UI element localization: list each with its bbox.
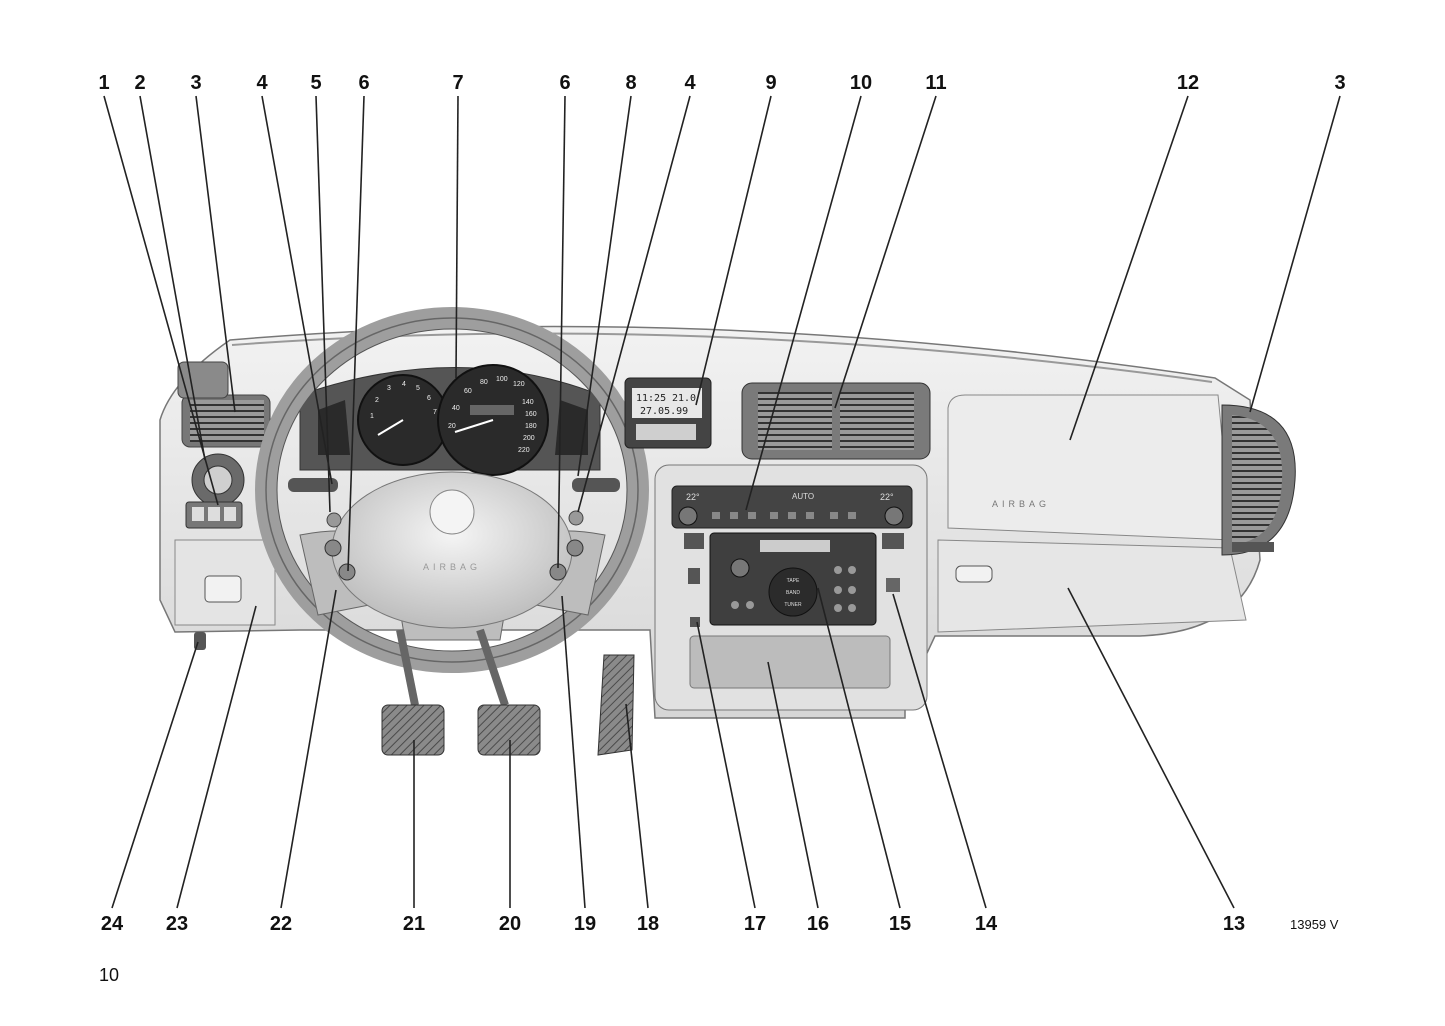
callout-23: 23 bbox=[166, 913, 188, 935]
turn-signal-stalk bbox=[288, 478, 338, 492]
display-date: 27.05.99 bbox=[640, 406, 688, 417]
accelerator-pedal bbox=[597, 654, 635, 756]
callout-18: 18 bbox=[637, 913, 659, 935]
svg-text:100: 100 bbox=[496, 376, 508, 383]
figure-id: 13959 V bbox=[1290, 917, 1339, 932]
callout-9: 9 bbox=[765, 72, 776, 94]
callout-17: 17 bbox=[744, 913, 766, 935]
callout-16: 16 bbox=[807, 913, 829, 935]
climate-temp-left: 22° bbox=[686, 492, 700, 502]
passenger-airbag-panel: AIRBAG bbox=[947, 394, 1233, 541]
radio-band-button: BAND bbox=[786, 590, 800, 596]
callout-4: 4 bbox=[256, 72, 268, 94]
callout-13: 13 bbox=[1223, 913, 1245, 935]
left-air-vent bbox=[177, 361, 271, 448]
tachometer-scale: 1 2 3 4 5 6 7 bbox=[370, 381, 437, 420]
climate-temp-right: 22° bbox=[880, 492, 894, 502]
climate-mode-label: AUTO bbox=[792, 492, 814, 501]
svg-text:40: 40 bbox=[452, 405, 460, 412]
storage-compartment bbox=[689, 635, 891, 689]
callout-10: 10 bbox=[850, 72, 872, 94]
callout-7: 7 bbox=[452, 72, 463, 94]
page-number: 10 bbox=[99, 965, 120, 985]
steering-wheel-airbag-emboss: AIRBAG bbox=[423, 562, 481, 572]
svg-text:60: 60 bbox=[464, 388, 472, 395]
display-outside-temp: 21.0 bbox=[672, 393, 696, 404]
svg-text:180: 180 bbox=[525, 423, 537, 430]
svg-text:220: 220 bbox=[518, 447, 530, 454]
svg-text:6: 6 bbox=[427, 395, 431, 402]
svg-text:5: 5 bbox=[416, 385, 420, 392]
right-air-vent bbox=[1221, 404, 1296, 556]
callout-numbers-bottom: 24 23 22 21 20 19 18 17 16 15 14 13 bbox=[101, 913, 1245, 935]
pedals bbox=[381, 628, 635, 756]
callout-2: 2 bbox=[134, 72, 145, 94]
svg-text:80: 80 bbox=[480, 379, 488, 386]
callout-11: 11 bbox=[925, 72, 946, 94]
svg-text:160: 160 bbox=[525, 411, 537, 418]
svg-text:2: 2 bbox=[375, 397, 379, 404]
callout-24: 24 bbox=[101, 913, 124, 935]
callout-5: 5 bbox=[310, 72, 321, 94]
callout-6: 6 bbox=[358, 72, 369, 94]
svg-text:20: 20 bbox=[448, 423, 456, 430]
callout-leader-lines bbox=[103, 95, 1341, 909]
speedometer-scale: 20 40 60 80 100 120 140 160 180 200 220 bbox=[448, 376, 537, 454]
callout-19: 19 bbox=[574, 913, 596, 935]
svg-text:3: 3 bbox=[387, 385, 391, 392]
callout-12: 12 bbox=[1177, 72, 1199, 94]
svg-text:1: 1 bbox=[370, 413, 374, 420]
callout-3: 3 bbox=[1334, 72, 1345, 94]
callout-3: 3 bbox=[190, 72, 201, 94]
svg-text:4: 4 bbox=[402, 381, 406, 388]
wiper-stalk bbox=[572, 478, 620, 492]
display-time: 11:25 bbox=[636, 393, 666, 404]
info-display: 11:25 21.0 27.05.99 bbox=[624, 377, 712, 449]
glovebox bbox=[937, 539, 1247, 633]
callout-14: 14 bbox=[975, 913, 998, 935]
centre-air-vents bbox=[741, 382, 931, 460]
radio-tape-button: TAPE bbox=[787, 578, 800, 584]
callout-numbers-top: 1 2 3 4 5 6 7 6 8 4 9 10 11 12 3 bbox=[98, 72, 1345, 94]
steering-wheel: AIRBAG bbox=[255, 307, 649, 673]
callout-6: 6 bbox=[559, 72, 570, 94]
svg-text:120: 120 bbox=[513, 381, 525, 388]
callout-20: 20 bbox=[499, 913, 521, 935]
radio-tuner-button: TUNER bbox=[784, 602, 802, 608]
instrument-cluster: 20 40 60 80 100 120 140 160 180 200 220 … bbox=[299, 364, 601, 476]
svg-text:7: 7 bbox=[433, 409, 437, 416]
callout-8: 8 bbox=[625, 72, 636, 94]
callout-22: 22 bbox=[270, 913, 292, 935]
callout-4: 4 bbox=[684, 72, 696, 94]
brake-pedal bbox=[477, 704, 541, 756]
callout-21: 21 bbox=[403, 913, 425, 935]
passenger-airbag-emboss: AIRBAG bbox=[992, 499, 1050, 509]
light-switch bbox=[185, 453, 245, 529]
callout-15: 15 bbox=[889, 913, 911, 935]
clutch-pedal bbox=[381, 704, 445, 756]
callout-1: 1 bbox=[98, 72, 109, 94]
centre-console: 22° AUTO 22° TAPE BAND TUNER bbox=[654, 464, 928, 711]
svg-text:200: 200 bbox=[523, 435, 535, 442]
svg-text:140: 140 bbox=[522, 399, 534, 406]
fuse-box-cover bbox=[174, 539, 276, 626]
